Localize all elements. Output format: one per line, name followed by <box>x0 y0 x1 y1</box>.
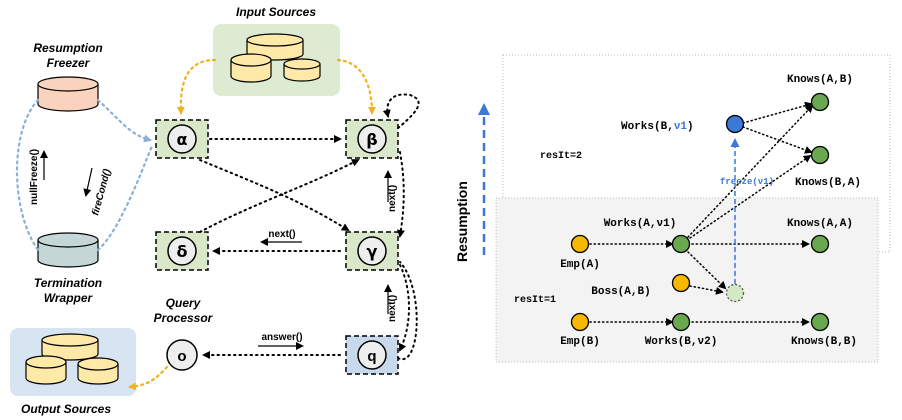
knows-b-a-node[interactable] <box>810 145 830 165</box>
works-b-v1-to-knows-a-b <box>742 101 813 124</box>
node-beta-label: β <box>366 130 377 149</box>
resumption-freezer-group: Resumption Freezer <box>33 41 103 112</box>
emp-a-label: Emp(A) <box>560 259 600 271</box>
output-sources-label: Output Sources <box>21 402 111 416</box>
boss-a-b-node[interactable] <box>671 273 691 293</box>
frozen-node[interactable] <box>725 283 745 303</box>
input-to-alpha-dotted-link <box>176 58 217 115</box>
node-gamma[interactable]: γ <box>345 231 399 271</box>
termination-wrapper-group: Termination Wrapper <box>34 232 102 305</box>
boss-a-b-label: Boss(A,B) <box>591 286 650 298</box>
delta-to-beta-edge <box>199 159 360 233</box>
freezer-to-alpha-dotted-link <box>96 98 152 143</box>
resumption-label: Resumption <box>454 181 470 262</box>
next-label-vertical-upper: next() <box>387 185 398 212</box>
emp-a-node[interactable] <box>570 234 590 254</box>
output-sources-group: Output Sources <box>10 328 136 416</box>
res-it-1-label: resIt=1 <box>514 295 556 306</box>
resumption-freezer-label-line2: Freezer <box>47 56 91 70</box>
next-label-horizontal: next() <box>268 229 295 240</box>
works-a-v1-to-knows-b-a <box>689 154 812 239</box>
knows-a-b-node[interactable] <box>810 92 830 112</box>
termination-wrapper-label-line1: Termination <box>34 276 102 290</box>
input-to-beta-dotted-link <box>336 58 376 115</box>
node-delta-label: δ <box>177 242 188 261</box>
derivation-edges <box>589 101 814 326</box>
emp-b-node[interactable] <box>570 312 590 332</box>
node-beta[interactable]: β <box>345 119 399 159</box>
works-a-v1-to-knows-a-b <box>687 104 814 238</box>
q-to-gamma-edge <box>397 261 418 361</box>
knows-a-b-label: Knows(A,B) <box>787 74 853 86</box>
knows-b-b-label: Knows(B,B) <box>791 336 857 348</box>
input-sources-group: Input Sources <box>213 5 340 96</box>
node-gamma-label: γ <box>367 242 378 261</box>
node-alpha-label: α <box>177 130 188 149</box>
null-freeze-label: nullFreeze() <box>29 149 40 205</box>
fire-cond-arrow <box>83 167 93 197</box>
works-a-v1-label: Works(A,ν1) <box>604 218 677 230</box>
works-a-v1-to-frozen-node <box>687 251 727 290</box>
beta-self-loop-edge <box>382 93 420 129</box>
input-database-icon <box>230 33 321 83</box>
alpha-to-gamma-edge <box>199 159 350 232</box>
works-b-v1-node[interactable] <box>725 114 745 134</box>
wrapper-database-icon <box>37 232 99 268</box>
termination-wrapper-label-line2: Wrapper <box>44 291 94 305</box>
query-processor-label-line1: Query <box>166 296 202 310</box>
knows-a-a-label: Knows(A,A) <box>787 218 853 230</box>
output-database-icon <box>25 333 119 385</box>
res-it-2-label: resIt=2 <box>540 151 582 162</box>
knows-b-a-label: Knows(B,A) <box>795 177 861 189</box>
wrapper-to-alpha-dotted-link <box>96 144 154 252</box>
resumption-freezer-label-line1: Resumption <box>33 41 102 55</box>
answer-label: answer() <box>261 332 302 343</box>
wrapper-to-freezer-dotted-link <box>15 98 40 252</box>
beta-to-gamma-edge <box>397 151 405 238</box>
query-processor-label-line2: Processor <box>154 311 214 325</box>
node-alpha[interactable]: α <box>155 119 209 159</box>
works-b-v2-node[interactable] <box>671 312 691 332</box>
works-b-v1-label: Works(B,ν1) <box>621 121 694 133</box>
input-sources-label: Input Sources <box>236 5 316 19</box>
node-o-label: o <box>177 348 186 365</box>
freezer-database-icon <box>37 76 99 112</box>
emp-b-label: Emp(B) <box>560 336 600 348</box>
node-q-label: q <box>367 348 376 365</box>
node-q[interactable]: q <box>345 335 399 375</box>
works-a-v1-node[interactable] <box>671 234 691 254</box>
node-delta[interactable]: δ <box>155 231 209 271</box>
works-b-v1-to-knows-b-a <box>742 126 813 154</box>
knows-a-a-node[interactable] <box>810 234 830 254</box>
knows-b-b-node[interactable] <box>810 312 830 332</box>
fire-cond-label: fireCond() <box>90 167 113 217</box>
gamma-to-q-edge <box>398 264 410 352</box>
boss-to-frozen-node <box>689 285 724 295</box>
operator-edges <box>199 93 420 361</box>
works-b-v2-label: Works(B,ν2) <box>645 336 718 348</box>
freeze-label: freeze(ν1) <box>720 177 774 187</box>
next-label-vertical-lower: next() <box>387 295 398 322</box>
node-o[interactable]: o <box>166 339 198 371</box>
